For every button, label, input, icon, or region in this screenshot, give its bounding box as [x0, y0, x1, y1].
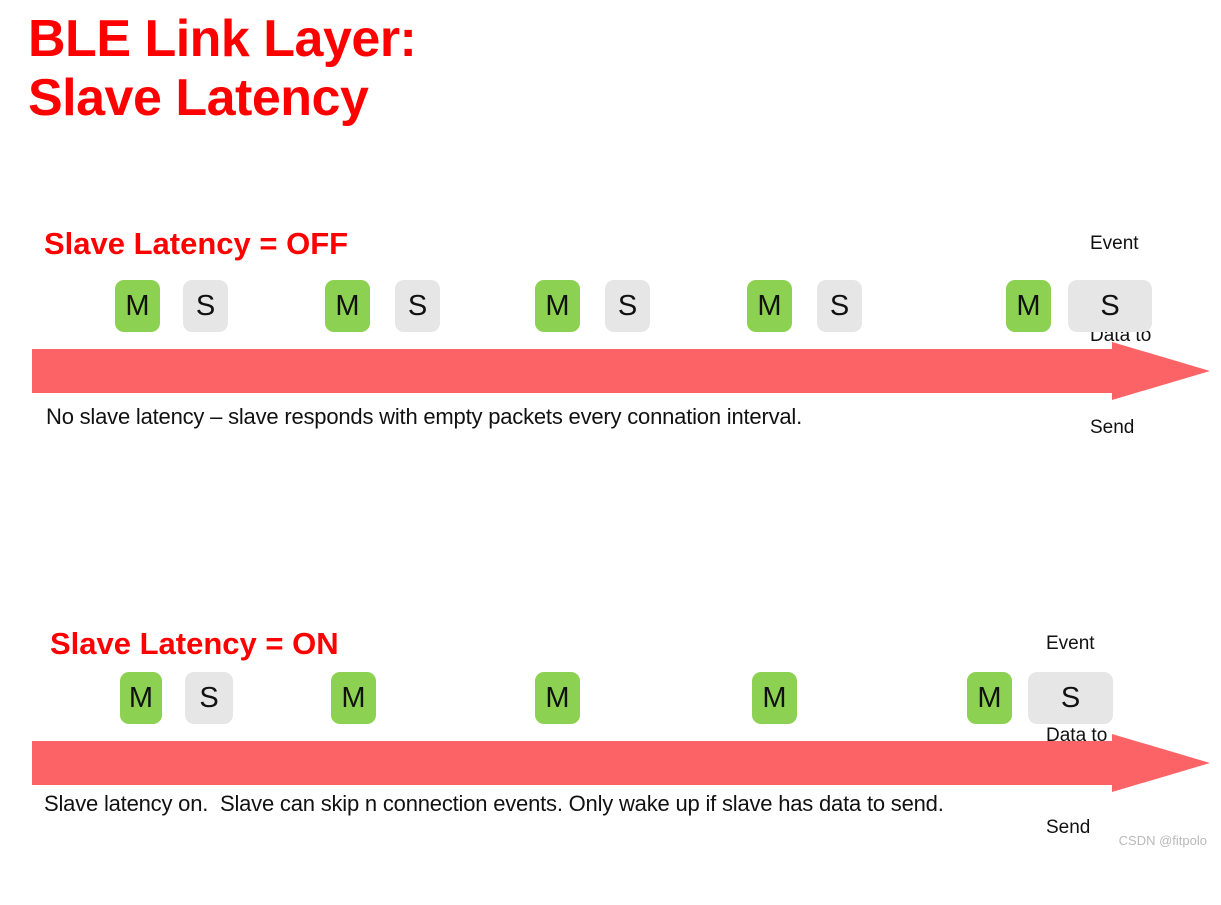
- event-note-line-1: Event: [1046, 632, 1095, 654]
- packet-slave-off-7: S: [817, 280, 862, 332]
- event-note-line-3: Send: [1090, 417, 1135, 439]
- packet-master-on-4: M: [752, 672, 797, 724]
- event-data-to-send-note-bottom: Event Data to Send: [1046, 567, 1107, 905]
- packet-master-on-2: M: [331, 672, 376, 724]
- section-label-slave-latency-off: Slave Latency = OFF: [44, 226, 349, 261]
- event-note-line-1: Event: [1090, 232, 1139, 254]
- packet-slave-off-3: S: [395, 280, 440, 332]
- packet-slave-off-9: S: [1068, 280, 1152, 332]
- caption-slave-latency-off: No slave latency – slave responds with e…: [46, 404, 803, 429]
- time-arrow-on: [32, 734, 1212, 792]
- caption-slave-latency-on: Slave latency on. Slave can skip n conne…: [44, 791, 944, 816]
- event-note-line-2: Data to: [1046, 724, 1108, 746]
- packet-master-off-8: M: [1006, 280, 1051, 332]
- arrow-shaft: [32, 349, 1118, 393]
- packet-master-off-6: M: [747, 280, 792, 332]
- arrow-head: [1112, 734, 1210, 792]
- watermark: CSDN @fitpolo: [1118, 833, 1207, 848]
- page-title: BLE Link Layer: Slave Latency: [28, 10, 728, 128]
- event-note-line-3: Send: [1046, 817, 1091, 839]
- page-title-line-2: Slave Latency: [28, 68, 369, 127]
- packet-slave-on-1: S: [185, 672, 233, 724]
- packet-master-off-0: M: [115, 280, 160, 332]
- packet-master-on-3: M: [535, 672, 580, 724]
- packet-master-off-4: M: [535, 280, 580, 332]
- packet-slave-on-6: S: [1028, 672, 1113, 724]
- section-label-slave-latency-on: Slave Latency = ON: [50, 626, 339, 661]
- packet-master-off-2: M: [325, 280, 370, 332]
- packet-slave-off-5: S: [605, 280, 650, 332]
- packet-slave-off-1: S: [183, 280, 228, 332]
- arrow-shaft: [32, 741, 1118, 785]
- arrow-head: [1112, 342, 1210, 400]
- time-arrow-off: [32, 342, 1212, 400]
- page-title-line-1: BLE Link Layer:: [28, 10, 417, 68]
- packet-master-on-5: M: [967, 672, 1012, 724]
- slide-canvas: BLE Link Layer: Slave Latency Slave Late…: [0, 10, 1221, 848]
- packet-master-on-0: M: [120, 672, 162, 724]
